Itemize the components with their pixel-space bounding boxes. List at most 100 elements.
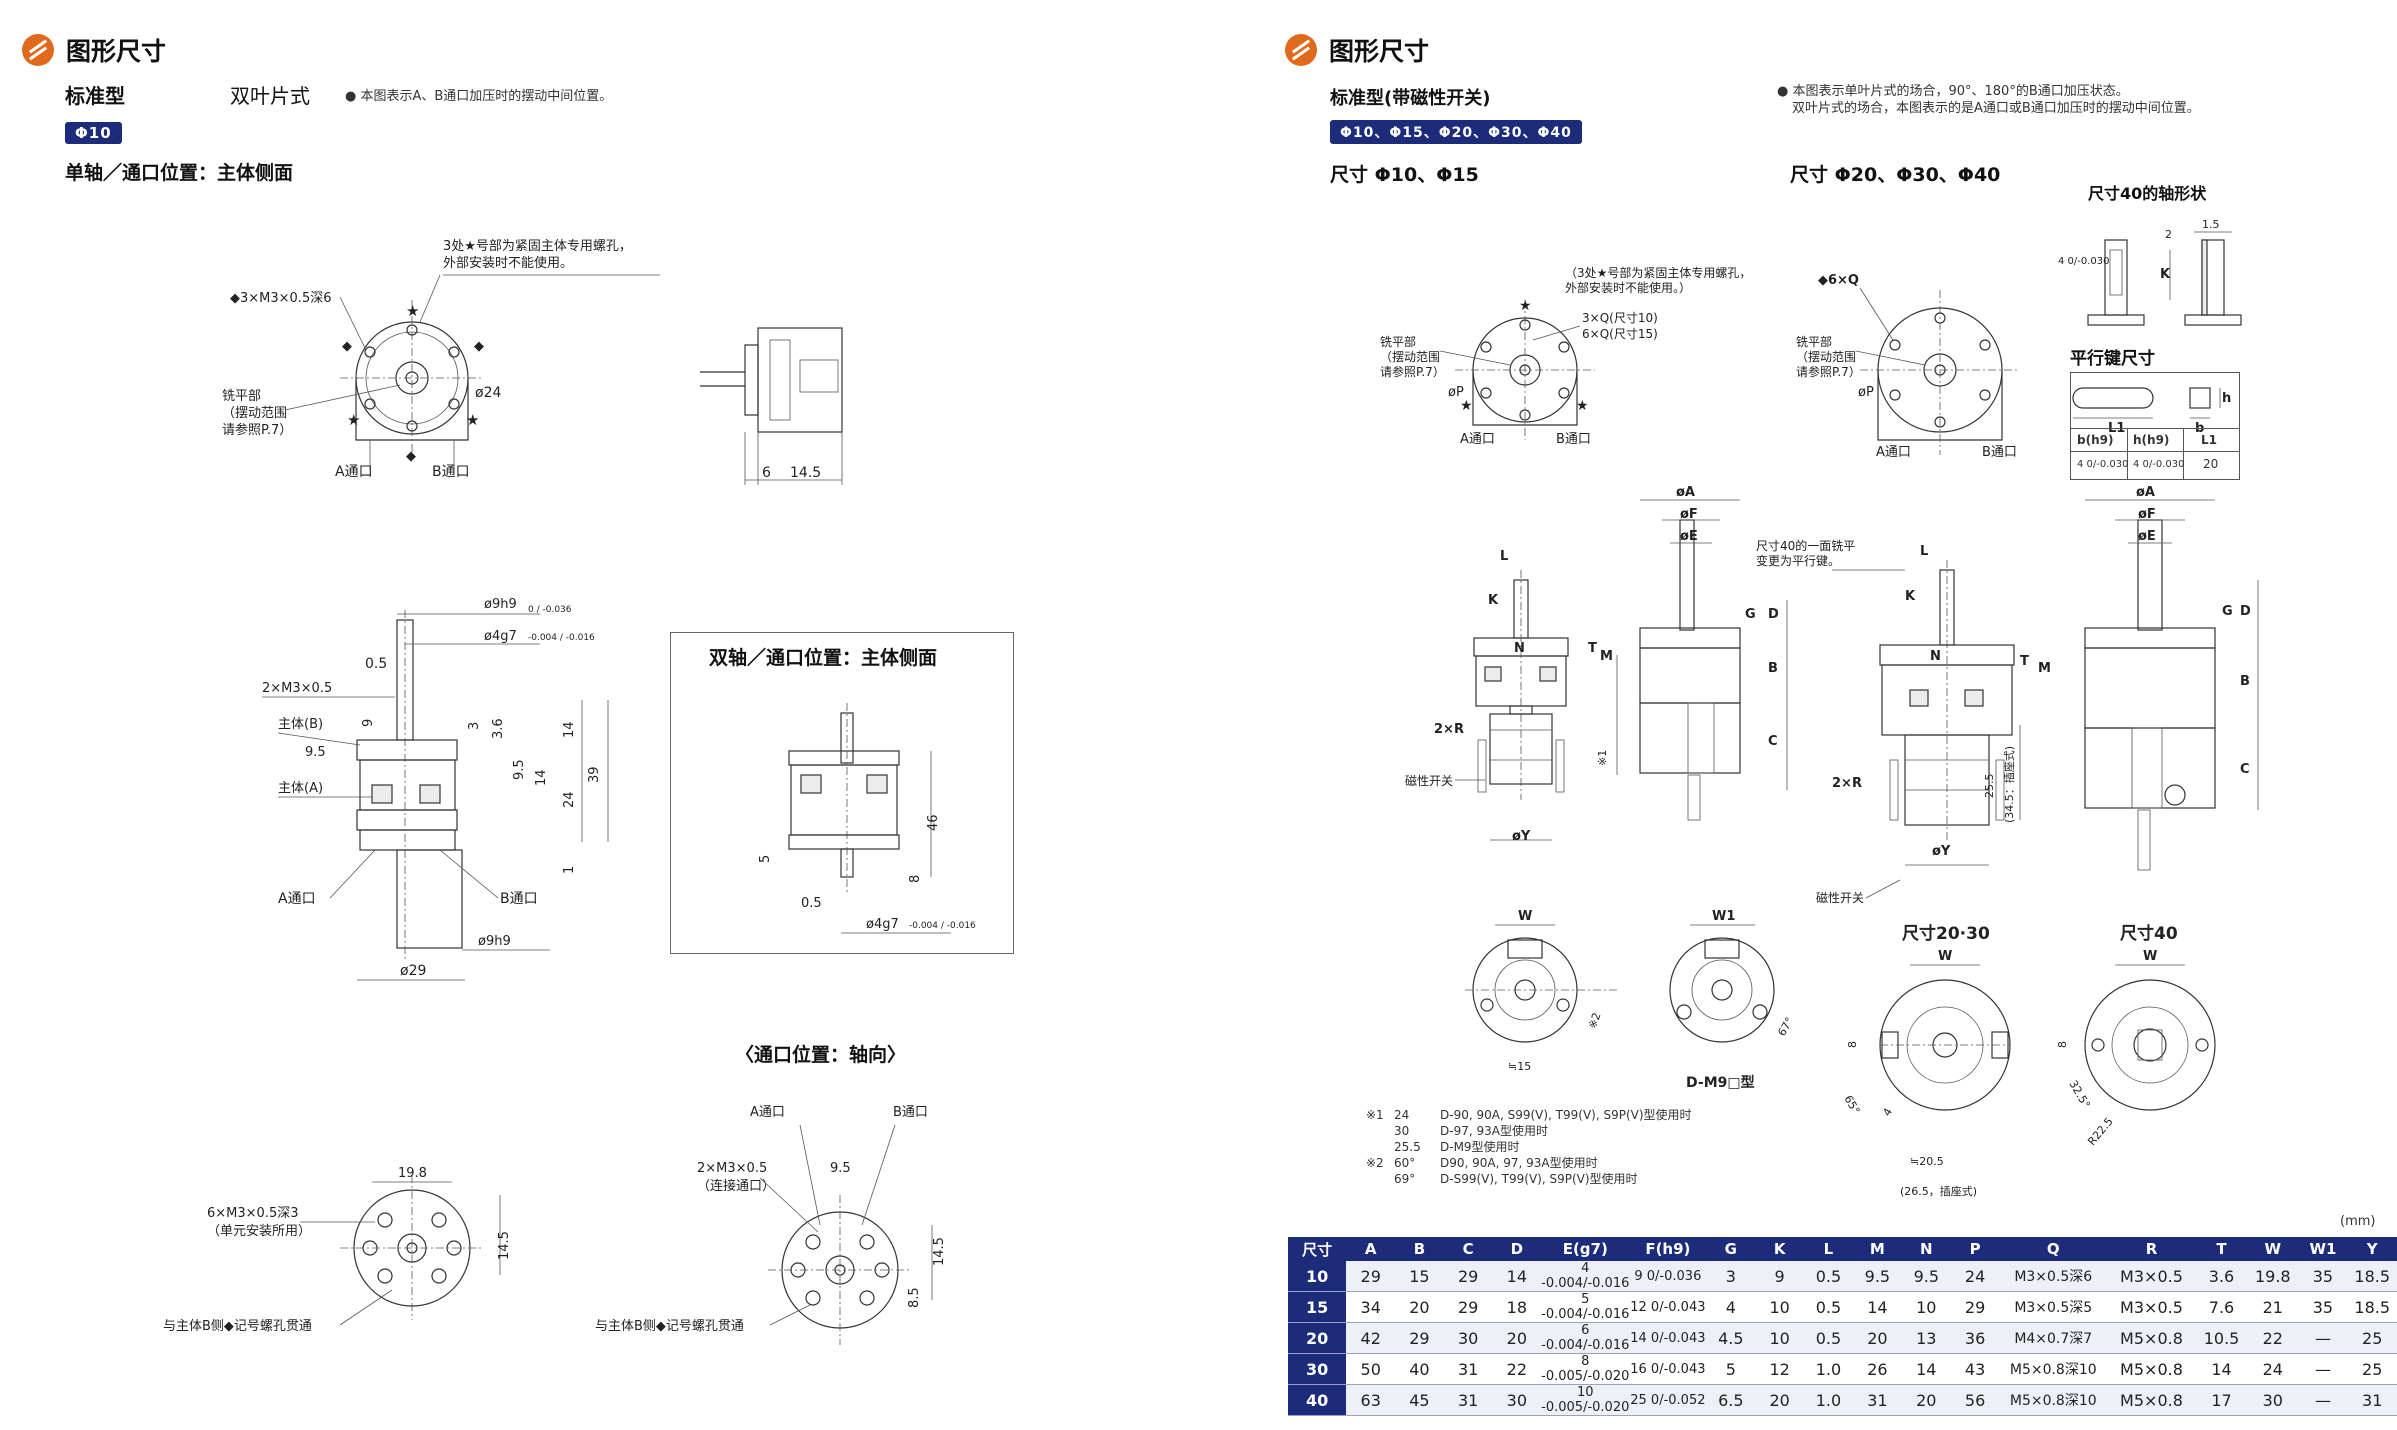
- dim-14-5: 14.5: [790, 465, 821, 481]
- table-cell: 8 -0.005/-0.020: [1541, 1353, 1630, 1385]
- table-cell: 12 0/-0.043: [1629, 1291, 1707, 1323]
- phi4-label: ø4g7: [484, 629, 517, 644]
- ltr-b-1: B: [1768, 661, 1778, 676]
- right-size-badge: Φ10、Φ15、Φ20、Φ30、Φ40: [1330, 120, 1582, 144]
- star-note-1: 3处★号部为紧固主体专用螺孔，: [443, 239, 632, 254]
- table-cell: 1.0: [1803, 1384, 1853, 1416]
- table-cell: 1.0: [1803, 1353, 1853, 1385]
- axial-left-through: 与主体B侧◆记号螺孔贯通: [163, 1319, 312, 1334]
- footnote-row: ※1 24 D-90, 90A, S99(V), T99(V), S9P(V)型…: [1366, 1108, 1786, 1124]
- table-cell: 31: [1852, 1384, 1902, 1416]
- spec-header: W: [2247, 1237, 2299, 1261]
- r-flat-4: 铣平部: [1796, 334, 1832, 349]
- switch-label-2: 磁性开关: [1816, 890, 1864, 905]
- row-size-cell: 15: [1288, 1291, 1347, 1323]
- unit-label: (mm): [2340, 1214, 2376, 1229]
- left-main-side-view: [356, 610, 463, 960]
- table-cell: 0.5: [1803, 1291, 1853, 1323]
- ltr-r-2: 2×R: [1832, 776, 1862, 791]
- dim-3-6: 3.6: [491, 718, 506, 739]
- r-flat-5: （摆动范围: [1796, 350, 1856, 364]
- diamond-label: ◆3×M3×0.5深6: [230, 291, 332, 306]
- left-variant: 双叶片式: [230, 84, 310, 108]
- flat-label-2: （摆动范围: [222, 406, 287, 421]
- q-label-1: 3×Q(尺寸10): [1582, 311, 1658, 325]
- dual-box-title: 双轴／通口位置：主体侧面: [709, 647, 938, 669]
- table-cell: 18: [1492, 1291, 1542, 1323]
- table-cell: 3: [1706, 1261, 1756, 1292]
- axial-right-view: [768, 1124, 933, 1345]
- table-cell: 25: [2347, 1322, 2397, 1354]
- fn-mark: ※1: [1366, 1108, 1384, 1122]
- table-cell: 14 0/-0.043: [1629, 1322, 1707, 1354]
- brand-logo-icon: [22, 34, 54, 66]
- table-cell: 29: [1346, 1261, 1396, 1292]
- axial-right-8-5: 8.5: [907, 1287, 922, 1308]
- q-label-2: 6×Q(尺寸15): [1582, 327, 1658, 341]
- key-h-b: b(h9): [2077, 433, 2114, 447]
- fn-mark: [1366, 1124, 1388, 1140]
- footnote-row: ※2 60° D90, 90A, 97, 93A型使用时: [1366, 1156, 1786, 1172]
- ltr-a-1: øA: [1676, 485, 1695, 500]
- svg-text:◆: ◆: [406, 449, 416, 464]
- ltr-345: (34.5：插座式): [2002, 746, 2016, 823]
- left-size-badge: Φ10: [65, 122, 122, 144]
- dual-dim-46: 46: [926, 814, 941, 831]
- table-cell: 30: [1492, 1384, 1542, 1416]
- key-h: h: [2222, 391, 2231, 406]
- spec-header: B: [1395, 1237, 1444, 1261]
- table-cell: 7.6: [2195, 1291, 2248, 1323]
- table-cell: 29: [1443, 1261, 1493, 1292]
- shaft-k: K: [2160, 267, 2171, 282]
- dim-24: 24: [562, 791, 577, 808]
- fn-text: D-S99(V), T99(V), S9P(V)型使用时: [1440, 1172, 1638, 1186]
- table-cell: M5×0.8深10: [1999, 1384, 2108, 1416]
- dim-0-5: 0.5: [365, 656, 387, 672]
- table-cell: 20: [1755, 1384, 1804, 1416]
- svg-text:◆: ◆: [474, 339, 484, 354]
- table-cell: 20: [1901, 1384, 1951, 1416]
- table-cell: M5×0.8深10: [1999, 1353, 2108, 1385]
- axial-right-14-5: 14.5: [932, 1237, 947, 1266]
- table-cell: 22: [1492, 1353, 1542, 1385]
- dual-phi4: ø4g7: [866, 917, 899, 932]
- left-header-text: 图形尺寸: [66, 37, 167, 66]
- dual-dim-8: 8: [908, 875, 923, 883]
- svg-text:★: ★: [1576, 398, 1589, 414]
- size40-note-1: 尺寸40的一面铣平: [1756, 538, 1855, 553]
- spec-header-row: 尺寸 A B C D E(g7) F(h9) G K L M N P Q R T…: [1288, 1237, 2397, 1261]
- r15-label: ≒15: [1508, 1060, 1531, 1073]
- table-cell: 3.6: [2195, 1261, 2248, 1292]
- axial-right-through: 与主体B侧◆记号螺孔贯通: [595, 1319, 744, 1334]
- ltr-r-1: 2×R: [1434, 722, 1464, 737]
- svg-text:★: ★: [466, 411, 479, 429]
- spec-header: M: [1852, 1237, 1902, 1261]
- spec-header: G: [1706, 1237, 1756, 1261]
- fn-mark: ※2: [1366, 1156, 1384, 1170]
- r-port-a-1: A通口: [1460, 432, 1495, 447]
- table-cell: 30: [2247, 1384, 2299, 1416]
- ltr-f-2: øF: [2138, 507, 2156, 522]
- ltr-w-1: W: [1518, 909, 1532, 924]
- table-cell: 45: [1395, 1384, 1444, 1416]
- table-cell: 29: [1950, 1291, 2000, 1323]
- spec-header: W1: [2298, 1237, 2348, 1261]
- d8-label-2: 8: [2056, 1041, 2069, 1048]
- flat-label-1: 铣平部: [222, 389, 261, 404]
- bottom-view-2030: [1879, 964, 2011, 1111]
- dual-shaft-box: 双轴／通口位置：主体侧面 46 5 8 0.5 ø4g7 -0.004 / -0…: [670, 632, 1014, 954]
- spec-header: R: [2107, 1237, 2196, 1261]
- table-cell: M3×0.5: [2107, 1291, 2196, 1323]
- table-cell: M5×0.8: [2107, 1384, 2196, 1416]
- dim-9: 9: [361, 719, 376, 727]
- ltr-y-1: øY: [1512, 829, 1531, 844]
- fn-text: D-M9型使用时: [1440, 1140, 1520, 1154]
- table-cell: 16 0/-0.043: [1629, 1353, 1707, 1385]
- table-cell: 10: [1755, 1322, 1804, 1354]
- spec-header: E(g7): [1541, 1237, 1630, 1261]
- row-size-cell: 10: [1288, 1261, 1347, 1292]
- table-cell: M3×0.5深5: [1999, 1291, 2108, 1323]
- bottom-view-40: [2084, 964, 2216, 1111]
